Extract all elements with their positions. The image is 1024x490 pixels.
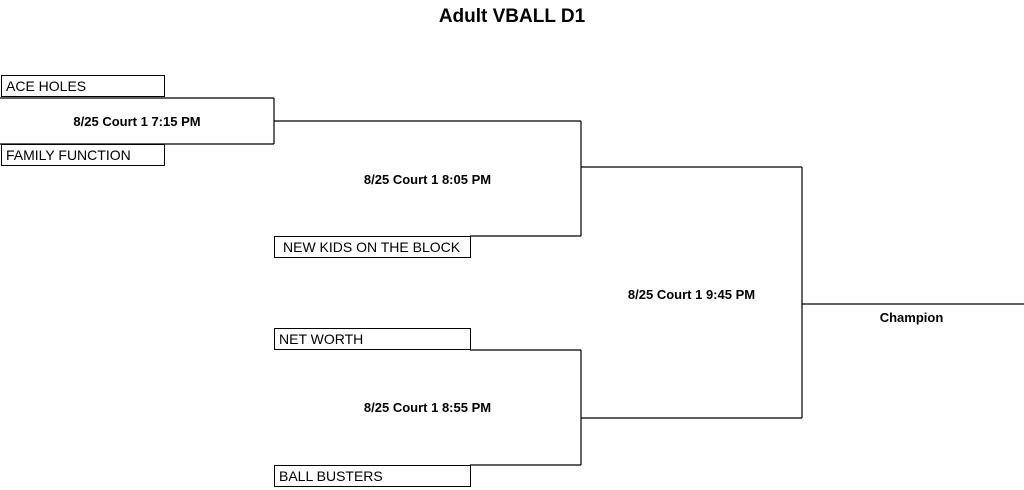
champion-label: Champion xyxy=(879,310,944,325)
team-slot-ace-holes: ACE HOLES xyxy=(1,75,165,97)
match-label-round1: 8/25 Court 1 7:15 PM xyxy=(73,114,201,129)
team-slot-family-function: FAMILY FUNCTION xyxy=(1,144,165,166)
team-slot-net-worth: NET WORTH xyxy=(274,328,471,350)
bracket-title: Adult VBALL D1 xyxy=(438,6,586,27)
team-slot-new-kids-on-the-block: NEW KIDS ON THE BLOCK xyxy=(274,236,471,258)
team-slot-ball-busters: BALL BUSTERS xyxy=(274,465,471,487)
match-label-semi1: 8/25 Court 1 8:05 PM xyxy=(363,172,492,187)
match-label-semi2: 8/25 Court 1 8:55 PM xyxy=(363,400,492,415)
match-label-final: 8/25 Court 1 9:45 PM xyxy=(627,287,756,302)
